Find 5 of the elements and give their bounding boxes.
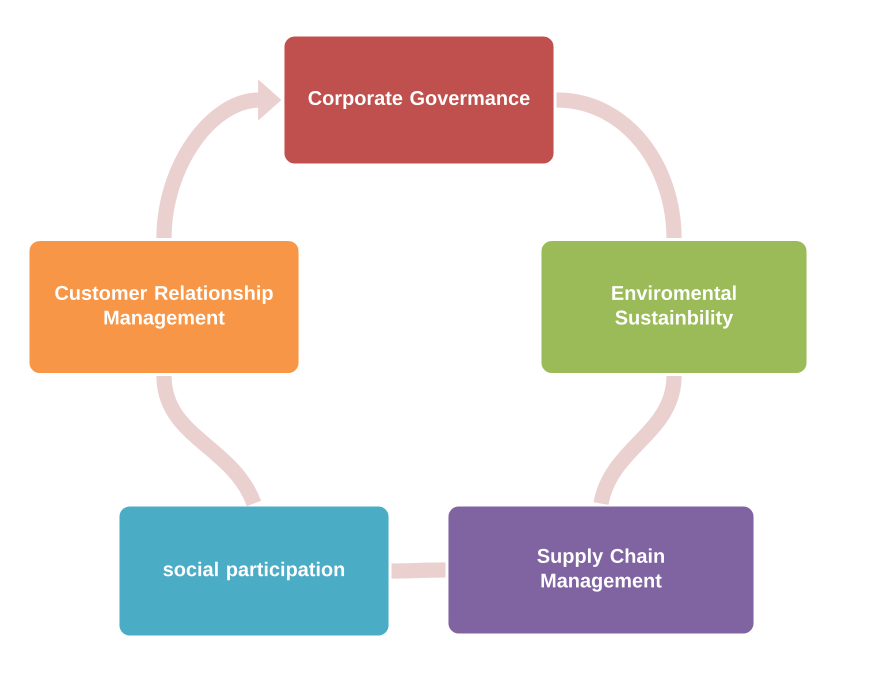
process-box: Corporate Govermance	[282, 34, 556, 166]
process-box: Supply Chain Management	[446, 504, 756, 636]
process-box: Customer Relationship Management	[26, 238, 302, 376]
process-box: Enviromental Sustainbility	[538, 238, 810, 376]
process-box: social participation	[116, 504, 392, 638]
